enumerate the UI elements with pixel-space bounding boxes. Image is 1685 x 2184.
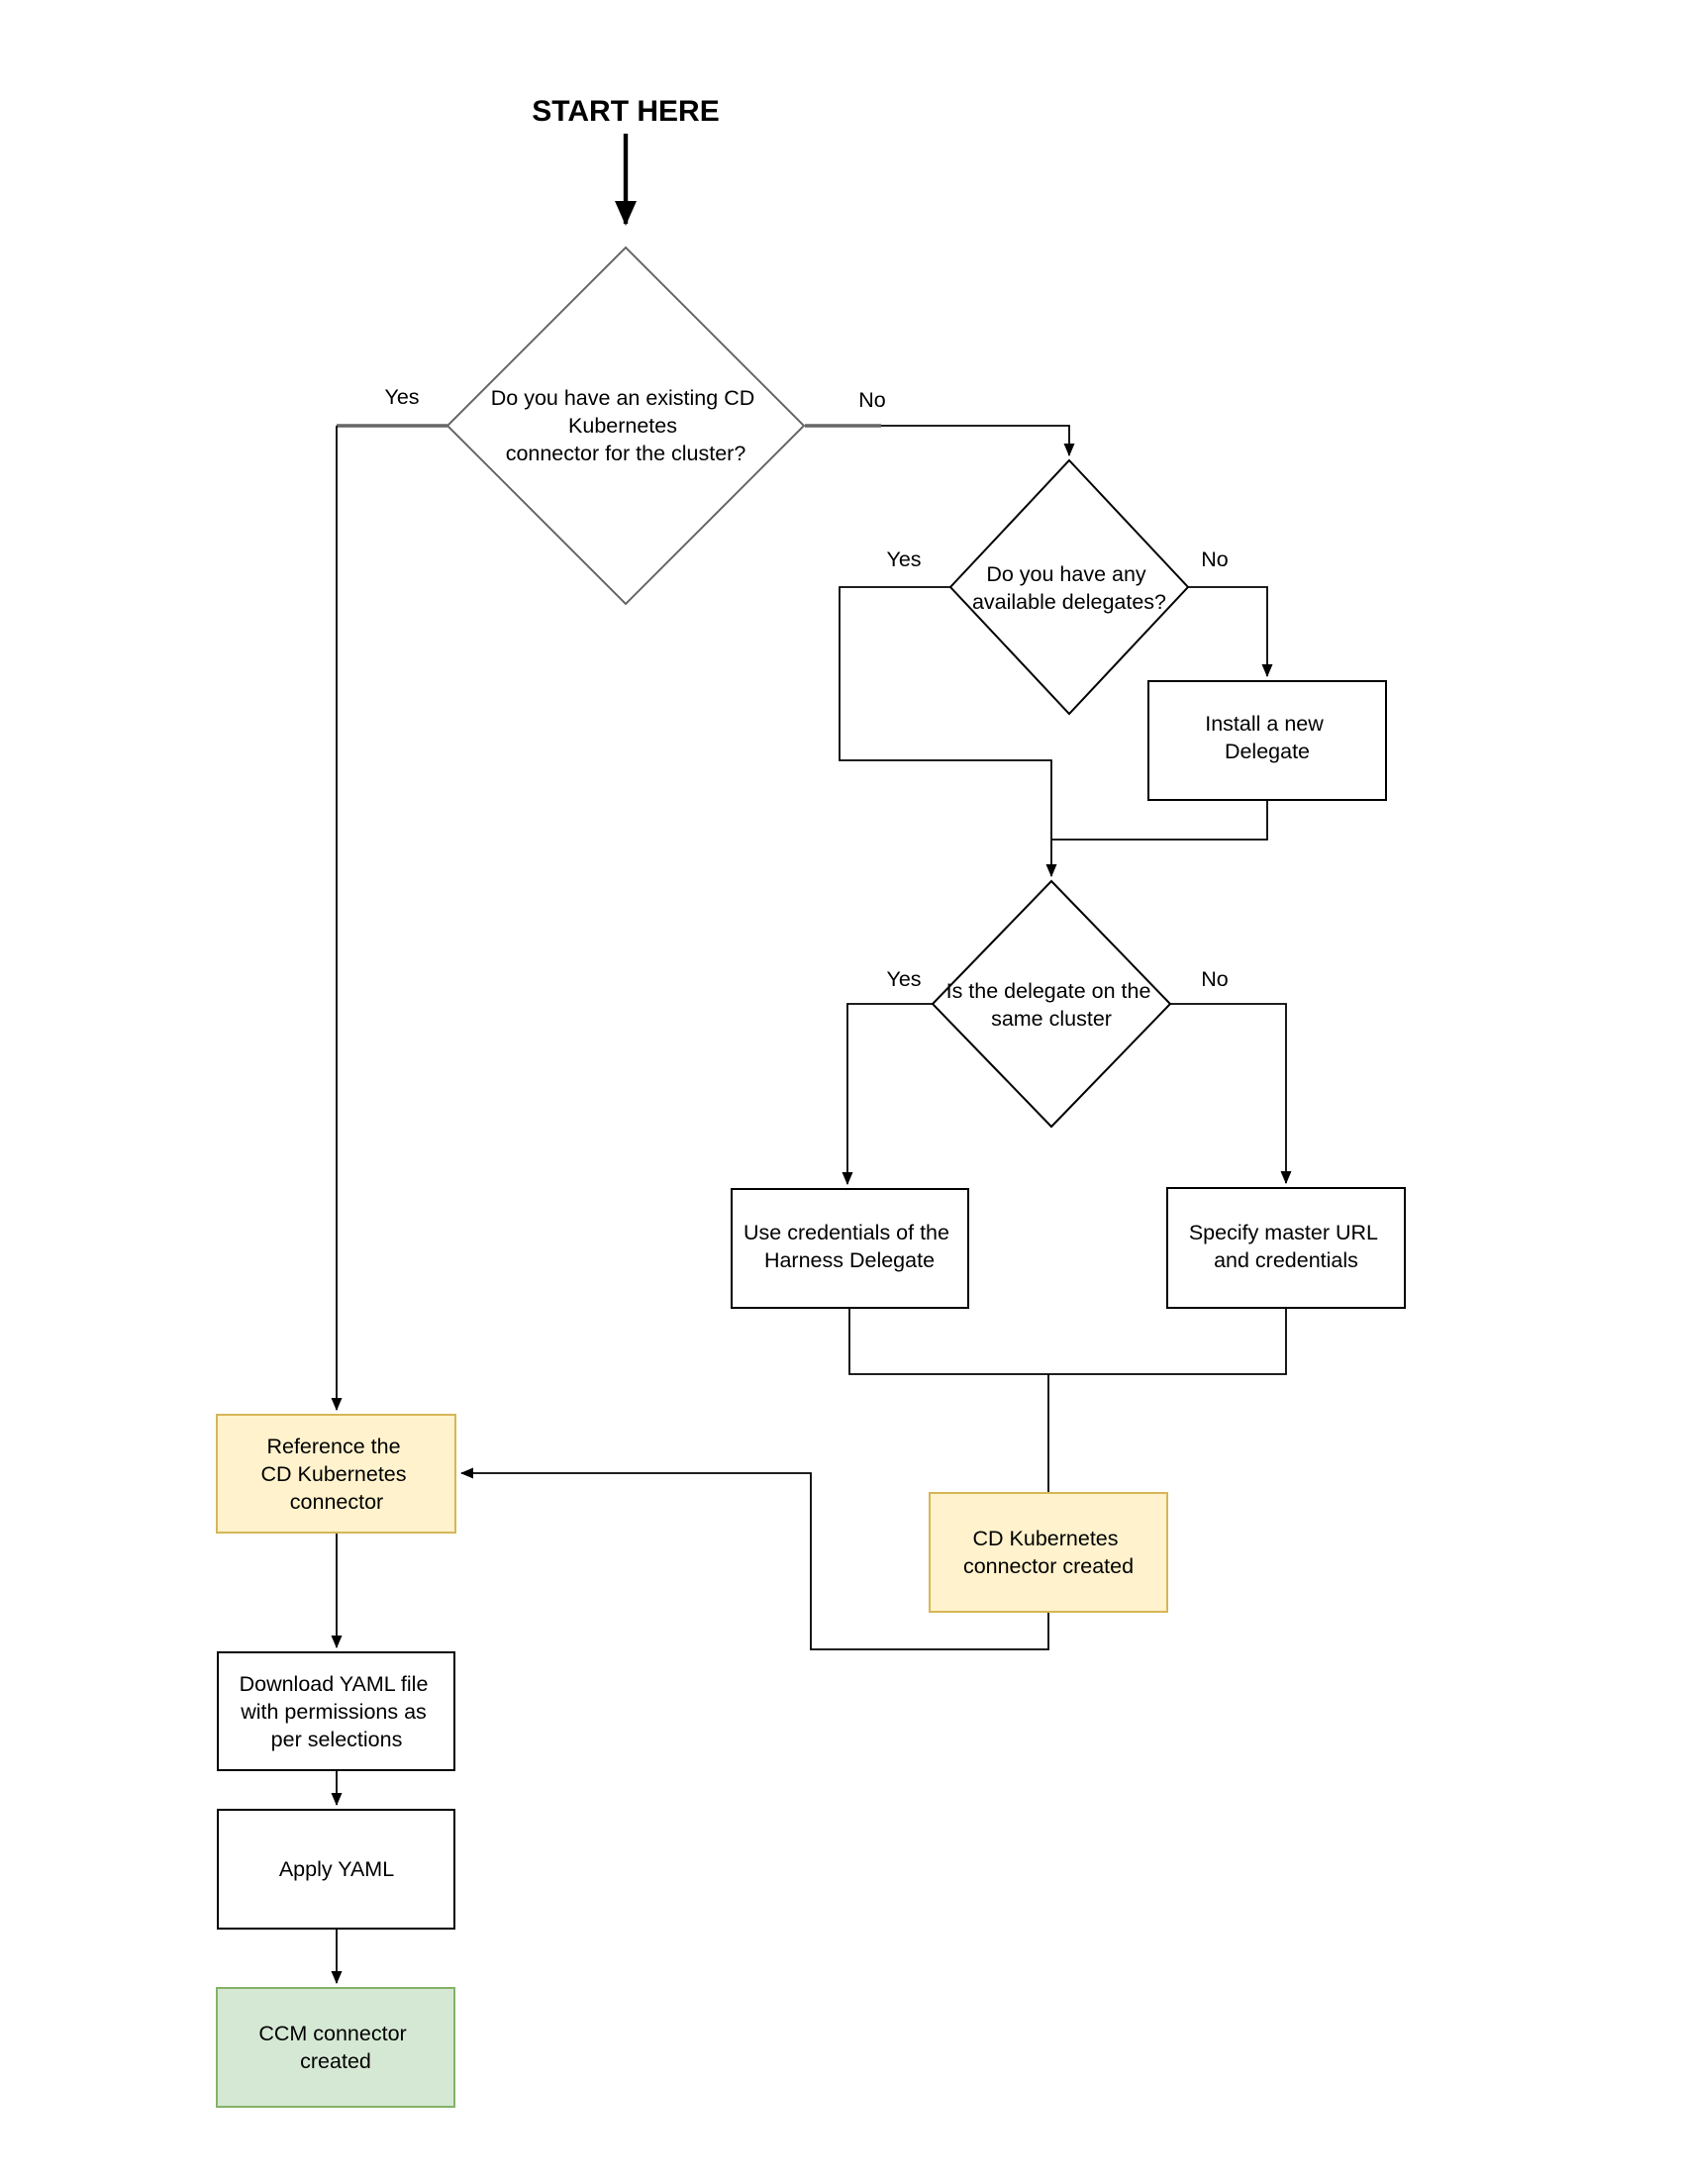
decision-existing-connector-label: Do you have an existing CD Kubernetes co…: [491, 386, 761, 465]
process-use-credentials-label: Use credentials of the Harness Delegate: [743, 1221, 955, 1272]
terminal-ccm-connector-created: CCM connector created: [216, 1987, 455, 2108]
process-apply-yaml-shape: [217, 1809, 455, 1930]
process-apply-yaml-label: Apply YAML: [279, 1857, 394, 1881]
process-install-delegate-label: Install a new Delegate: [1205, 712, 1330, 763]
terminal-ccm-connector-created-label: CCM connector created: [258, 2022, 412, 2073]
edge-install-out: [1051, 800, 1268, 841]
label-d2-no: No: [1201, 547, 1229, 571]
process-install-delegate-shape: [1147, 680, 1387, 801]
decision-existing-connector: Do you have an existing CD Kubernetes co…: [446, 246, 806, 606]
process-use-credentials-shape: [731, 1188, 969, 1309]
edge-cd-created-to-reference: [460, 1467, 1049, 1650]
process-download-yaml: Download YAML file with permissions as p…: [217, 1651, 455, 1771]
edge-d1-no: [881, 425, 1075, 456]
terminal-cd-connector-created-label: CD Kubernetes connector created: [963, 1527, 1134, 1578]
decision-delegate-same-cluster-label: Is the delegate on the same cluster: [946, 979, 1157, 1031]
decision-available-delegates-label: Do you have any available delegates?: [972, 562, 1166, 614]
edge-specify-out: [1048, 1308, 1287, 1375]
process-install-delegate: Install a new Delegate: [1147, 680, 1387, 801]
process-apply-yaml: Apply YAML: [217, 1809, 455, 1930]
process-specify-master-url-shape: [1166, 1187, 1406, 1309]
start-label: START HERE: [532, 95, 719, 128]
edge-d2-yes: [839, 586, 1057, 877]
process-download-yaml-shape: [217, 1651, 455, 1771]
label-d3-yes: Yes: [886, 967, 921, 991]
label-d1-no: No: [858, 388, 886, 412]
decision-available-delegates: Do you have any available delegates?: [948, 458, 1190, 716]
process-download-yaml-label: Download YAML file with permissions as p…: [240, 1672, 435, 1751]
process-specify-master-url-label: Specify master URL and credentials: [1189, 1221, 1383, 1272]
label-d3-no: No: [1201, 967, 1229, 991]
decision-available-delegates-shape: [948, 458, 1190, 716]
decision-existing-connector-shape: [446, 246, 806, 606]
process-use-credentials: Use credentials of the Harness Delegate: [731, 1188, 969, 1309]
process-reference-connector: Reference the CD Kubernetes connector: [216, 1414, 456, 1534]
edge-d3-yes: [842, 1003, 933, 1185]
edge-d2-no: [1188, 586, 1273, 677]
label-d1-yes: Yes: [384, 385, 419, 409]
terminal-ccm-connector-created-shape: [216, 1987, 455, 2108]
edge-use-credentials-out: [848, 1308, 1048, 1375]
decision-delegate-same-cluster-shape: [931, 879, 1172, 1129]
process-specify-master-url: Specify master URL and credentials: [1166, 1187, 1406, 1309]
label-d2-yes: Yes: [886, 547, 921, 571]
terminal-cd-connector-created-shape: [929, 1492, 1168, 1613]
terminal-cd-connector-created: CD Kubernetes connector created: [929, 1492, 1168, 1613]
decision-delegate-same-cluster: Is the delegate on the same cluster: [931, 879, 1172, 1129]
edge-d3-no: [1170, 1003, 1292, 1184]
process-reference-connector-shape: [216, 1414, 456, 1534]
process-reference-connector-label: Reference the CD Kubernetes connector: [261, 1435, 413, 1514]
